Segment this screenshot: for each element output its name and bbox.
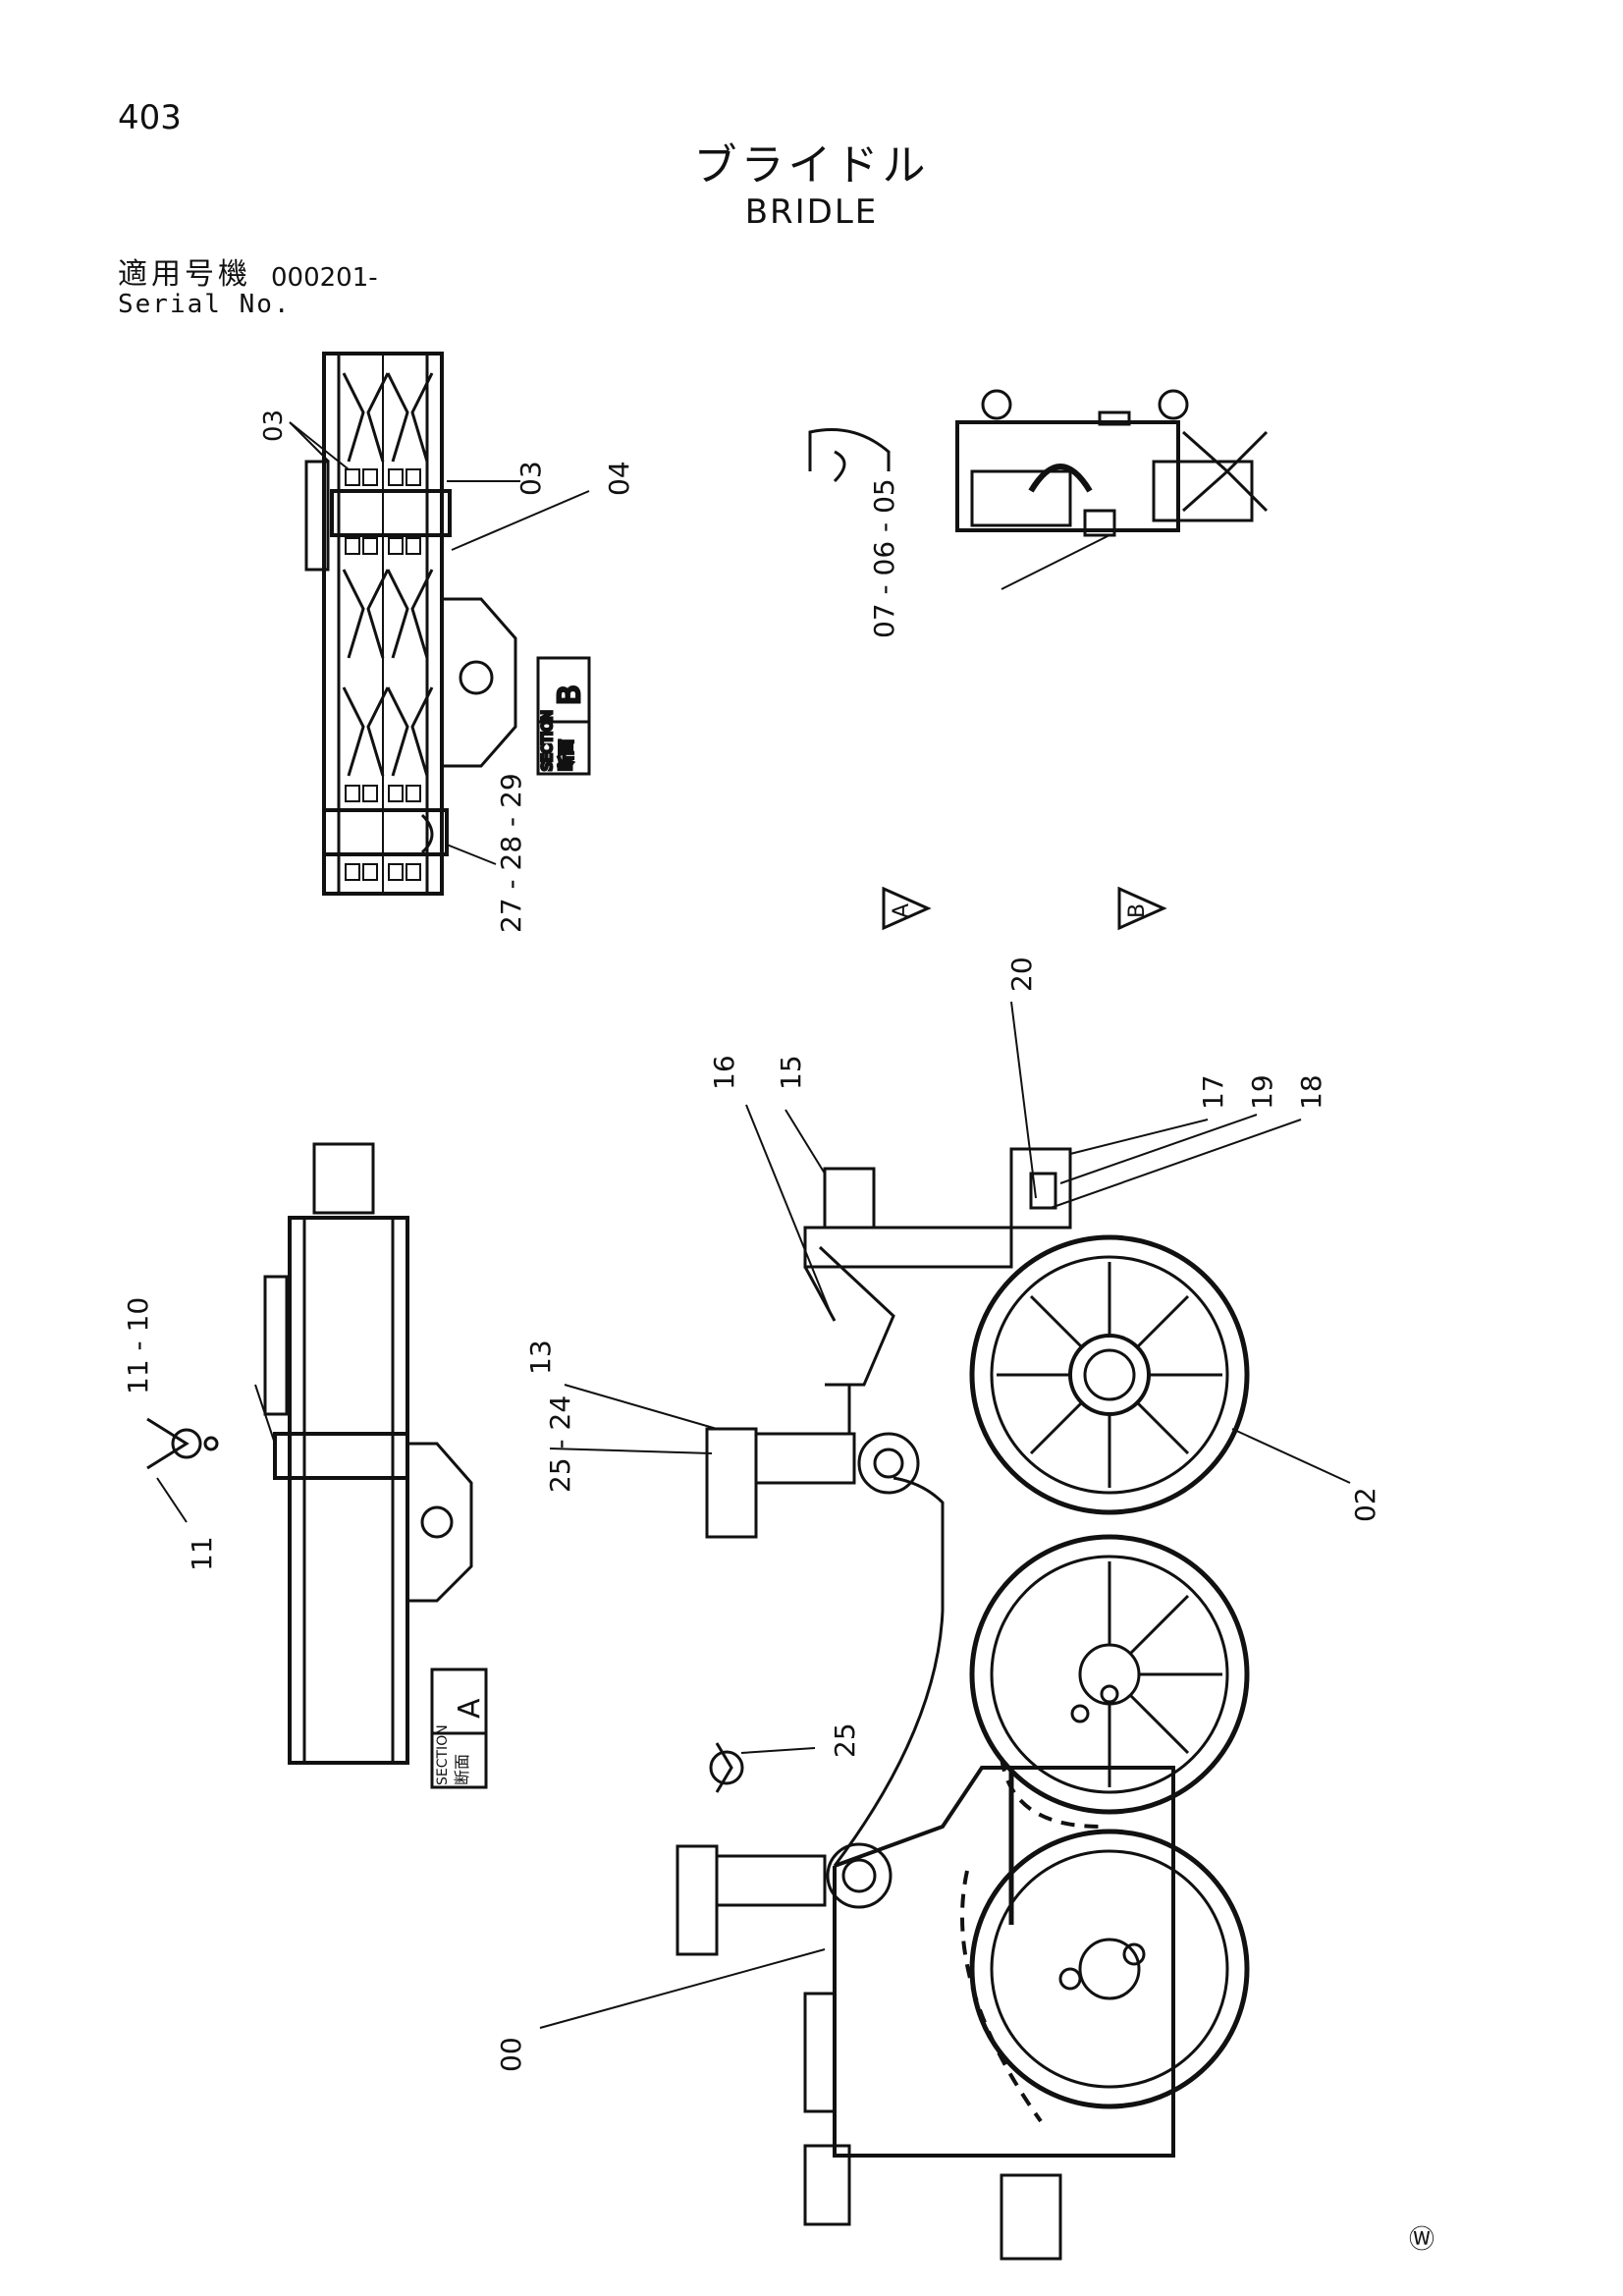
callout-24-25: 25 - 24 — [544, 1395, 576, 1493]
callout-00: 00 — [495, 2037, 527, 2072]
svg-text:B: B — [1125, 903, 1150, 918]
page-number: 403 — [118, 98, 182, 137]
callout-03: 03 — [514, 461, 547, 496]
callout-13: 13 — [524, 1339, 557, 1375]
serial-label-english: Serial No. — [118, 290, 292, 319]
svg-text:A: A — [890, 903, 914, 918]
callout-16: 16 — [708, 1055, 740, 1090]
callout-04: 04 — [603, 461, 635, 496]
section-b-label: SECTION 断面 B — [539, 683, 589, 773]
callout-leaders-b — [289, 421, 590, 865]
section-b-word: SECTION — [540, 710, 556, 771]
top-right-view — [808, 389, 1269, 537]
view-arrow-b: B — [1117, 886, 1167, 931]
callout-11: 11 — [186, 1536, 218, 1571]
callout-05-07: 07 - 06 - 05 — [868, 478, 900, 638]
section-b-letter: B — [553, 684, 587, 705]
section-a-jp: 断面 — [453, 1754, 471, 1785]
serial-label-japanese: 適用号機 — [118, 257, 251, 292]
callout-leaders-main — [539, 1001, 1351, 2029]
callout-15: 15 — [775, 1055, 807, 1090]
pin-clip-icon — [146, 1417, 219, 1470]
callout-02: 02 — [1349, 1487, 1381, 1522]
callout-18: 18 — [1295, 1074, 1327, 1110]
callout-10-11: 11 - 10 — [122, 1297, 154, 1394]
callout-03-upper: 03 — [259, 410, 289, 442]
page-title-english: BRIDLE — [744, 192, 879, 232]
callout-leaders-a — [156, 1384, 276, 1523]
callout-27-29: 27 - 28 - 29 — [495, 773, 527, 933]
section-b-jp: 断面 — [557, 739, 575, 771]
serial-number-value: 000201- — [271, 263, 378, 293]
callout-20: 20 — [1005, 957, 1038, 992]
section-a-word: SECTION — [435, 1724, 451, 1785]
callout-17: 17 — [1197, 1074, 1229, 1110]
section-b-view — [304, 352, 591, 896]
view-arrow-a: A — [882, 886, 932, 931]
footer-mark: Ⓦ — [1409, 2225, 1435, 2255]
section-a-letter: A — [453, 1698, 487, 1719]
section-a-view — [263, 1142, 488, 1789]
callout-25: 25 — [829, 1722, 861, 1758]
callout-19: 19 — [1246, 1074, 1278, 1110]
page-title-japanese: ブライドル — [693, 140, 930, 191]
section-a-label: SECTION 断面 A — [435, 1698, 487, 1785]
main-bridle-assembly — [676, 1147, 1250, 2261]
